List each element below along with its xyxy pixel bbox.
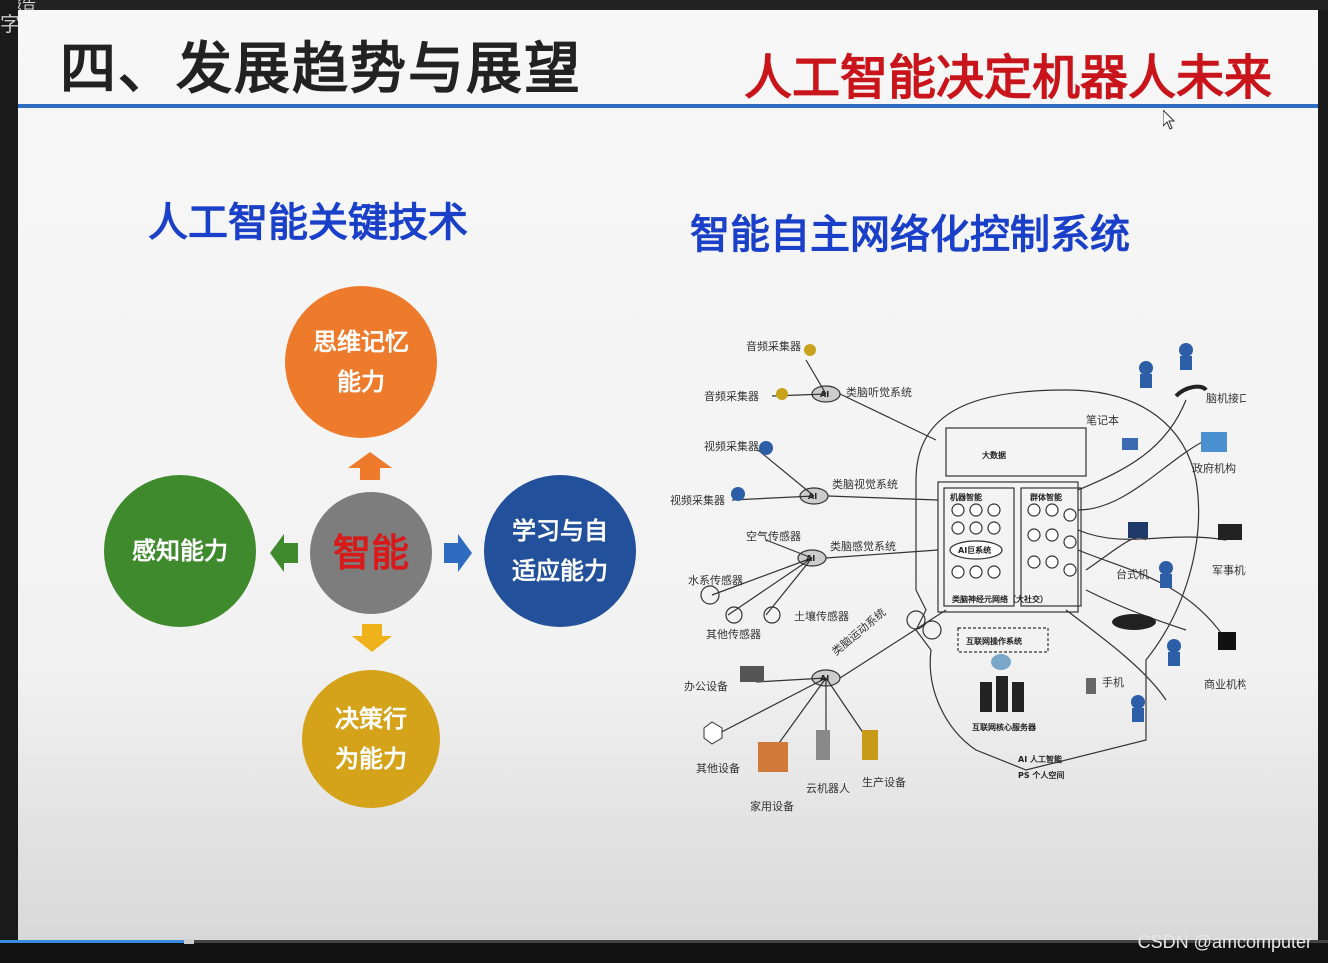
phone-label: 手机 [1102,675,1124,689]
home-device-label: 家用设备 [750,799,794,813]
thinking-memory-label-1: 思维记忆 [313,328,409,356]
forklift-icon [862,730,878,760]
hearing-system-label: 类脑听觉系统 [846,385,912,399]
phone-icon [1086,678,1096,694]
slide-title: 四、发展趋势与展望 [60,37,582,102]
audio-sensor-icon [804,344,816,356]
other-device-icon [703,721,723,745]
hub-ai-label: AI [820,390,829,399]
business-label: 商业机构 [1204,677,1246,691]
thinking-memory-label-2: 能力 [337,368,385,396]
water-sensor-label: 水系传感器 [688,574,743,587]
hub-ai-label: AI [806,554,815,563]
ai-system-label: AI巨系统 [958,545,991,555]
desktop-label: 台式机 [1116,567,1149,581]
progress-knob[interactable] [183,939,194,944]
video-camera-icon [731,487,745,501]
soil-sensor-label: 土壤传感器 [794,609,849,623]
production-device-label: 生产设备 [862,775,906,789]
neural-net-label: 类脑神经元网络（大社交） [952,594,1048,604]
legend-ai-label: AI 人工智能 [1018,754,1062,764]
money-bag-icon [1218,632,1236,650]
big-data-label: 大数据 [982,450,1006,460]
learning-label-1: 学习与自 [512,517,608,545]
other-sensor-label: 其他传感器 [706,628,761,641]
server-icon [980,654,1024,712]
right-section-heading: 智能自主网络化控制系统 [690,212,1130,258]
video-camera-icon [759,441,773,455]
military-icon [1218,524,1242,540]
left-edge-strip: 字 [0,0,20,963]
person-icon [1139,361,1153,375]
learning-label-2: 适应能力 [512,557,608,585]
laptop-icon [1122,438,1138,450]
group-intel-label: 群体智能 [1029,492,1062,502]
other-device-label: 其他设备 [696,761,740,775]
laptop-label: 笔记本 [1086,413,1119,427]
hub-ai-label: AI [808,492,817,501]
machine-intel-label: 机器智能 [950,492,982,502]
machine-intel-box [943,487,1015,607]
person-icon [1131,695,1145,709]
left-section-heading: 人工智能关键技术 [148,200,468,246]
audio-sensor-icon [776,388,788,400]
title-divider [18,104,1318,108]
sensation-system-label: 类脑感觉系统 [830,539,896,553]
robot-icon [816,730,830,760]
vision-system-label: 类脑视觉系统 [832,477,898,491]
intelligence-label: 智能 [332,531,409,575]
group-intel-box [1020,487,1082,607]
video-collector-1-label: 视频采集器 [704,439,759,453]
brain-network-box [937,481,1079,613]
learning-adaptation-circle: 学习与自适应能力 [484,475,636,627]
legend-ps-label: PS 个人空间 [1018,770,1064,780]
arrow-right-icon [444,534,472,572]
home-box-icon [758,742,788,772]
printer-icon [740,666,764,682]
desktop-icon [1128,522,1148,538]
os-box [957,627,1049,653]
government-label: 政府机构 [1192,461,1236,475]
audio-collector-1-label: 音频采集器 [746,339,801,353]
thinking-memory-circle: 思维记忆能力 [285,286,437,438]
core-server-label: 互联网核心服务器 [972,722,1037,732]
left-edge-text: 字 [0,12,20,36]
network-control-diagram: 音频采集器 音频采集器 视频采集器 视频采集器 空气传感器 水系传感器 土壤传感… [670,339,1246,813]
vr-glasses-icon [1112,614,1156,630]
decision-behavior-circle: 决策行为能力 [302,670,440,808]
progress-track[interactable] [0,940,1328,943]
slide-subtitle: 人工智能决定机器人未来 [743,50,1272,106]
perception-circle: 感知能力 [104,475,256,627]
person-icon [1167,639,1181,653]
video-collector-2-label: 视频采集器 [670,493,725,507]
arrow-up-icon [348,452,392,480]
hub-ai-label: AI [820,674,829,683]
csdn-watermark: CSDN @amcomputer [1137,932,1312,952]
player-control-bar[interactable] [0,940,1328,963]
government-building-icon [1201,432,1227,452]
cloud-robot-label: 云机器人 [806,781,850,795]
person-icon [1179,343,1193,357]
mouse-cursor-icon [1163,110,1176,130]
military-label: 军事机构 [1212,563,1246,577]
air-sensor-label: 空气传感器 [746,529,801,543]
perception-label: 感知能力 [132,537,228,565]
head-outline [915,389,1200,771]
office-device-label: 办公设备 [684,679,728,693]
ai-system-node [949,540,1003,560]
big-data-box [945,427,1087,477]
arrow-down-icon [352,624,392,652]
presentation-slide: 四、发展趋势与展望 人工智能决定机器人未来 人工智能关键技术 智能自主网络化控制… [18,10,1318,940]
arrow-left-icon [270,534,298,572]
audio-collector-2-label: 音频采集器 [704,389,759,403]
bci-headband-icon [1174,384,1208,398]
decision-label-1: 决策行 [335,705,407,733]
intelligence-center-circle: 智能 [310,492,432,614]
bci-label: 脑机接口 [1206,391,1246,405]
progress-fill [0,940,186,943]
decision-label-2: 为能力 [335,745,407,773]
os-label: 互联网操作系统 [966,636,1022,646]
person-icon [1159,561,1173,575]
window-topbar: 报告 [0,0,1328,13]
